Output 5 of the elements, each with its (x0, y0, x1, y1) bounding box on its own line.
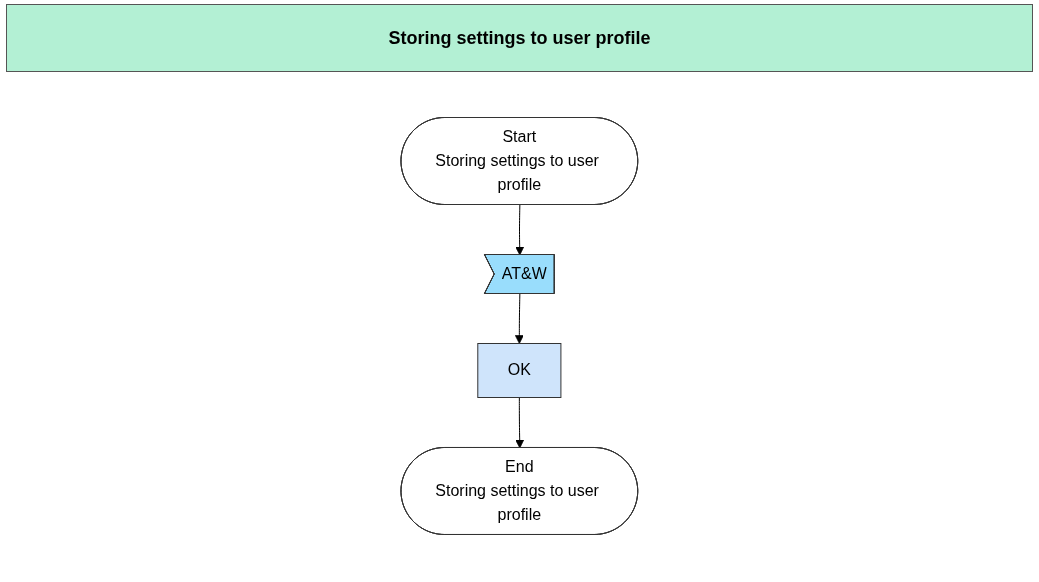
title: Storing settings to user profile (388, 27, 651, 49)
node-box: OK (477, 343, 562, 398)
arrow (515, 204, 525, 256)
arrow (515, 293, 524, 344)
arrow (515, 397, 525, 449)
